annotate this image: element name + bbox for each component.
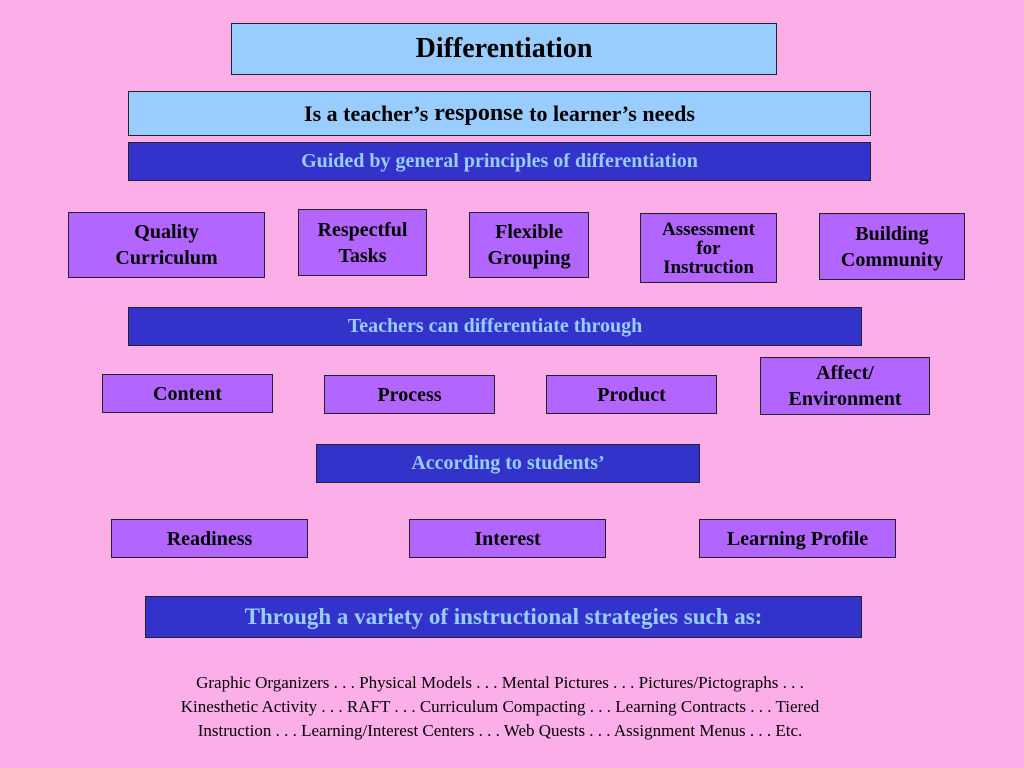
principle-building-community: Building Community (819, 213, 965, 280)
strategies-heading-text: Through a variety of instructional strat… (244, 604, 763, 629)
according-interest: Interest (409, 519, 606, 558)
according-readiness-label: Readiness (166, 527, 253, 550)
strategies-heading: Through a variety of instructional strat… (145, 596, 862, 638)
principle-line: Curriculum (115, 247, 218, 269)
definition-emphasis: response (434, 100, 524, 126)
definition-box: Is a teacher’s response to learner’s nee… (128, 91, 871, 136)
diagram-title: Differentiation (231, 23, 777, 75)
principles-heading-text: Guided by general principles of differen… (301, 150, 698, 172)
through-content-label: Content (153, 382, 222, 405)
principle-line: Instruction (663, 256, 754, 278)
principles-heading: Guided by general principles of differen… (128, 142, 871, 181)
strategies-line: Instruction . . . Learning/Interest Cent… (197, 721, 803, 740)
principle-line: for (696, 237, 721, 259)
through-heading: Teachers can differentiate through (128, 307, 862, 346)
through-process-label: Process (377, 383, 442, 406)
strategies-line: Graphic Organizers . . . Physical Models… (196, 673, 804, 692)
through-affect-environment: Affect/ Environment (760, 357, 930, 415)
principle-line: Flexible (495, 221, 563, 243)
strategies-list: Graphic Organizers . . . Physical Models… (100, 671, 900, 743)
according-heading: According to students’ (316, 444, 700, 483)
principle-line: Community (840, 248, 944, 271)
principle-flexible-grouping: Flexible Grouping (469, 212, 589, 278)
principle-line: Quality (134, 221, 199, 243)
principle-line: Tasks (338, 244, 387, 267)
principle-line: Grouping (487, 247, 571, 269)
through-product-label: Product (597, 383, 666, 406)
strategies-line: Kinesthetic Activity . . . RAFT . . . Cu… (180, 697, 820, 716)
according-heading-text: According to students’ (411, 452, 605, 474)
principle-quality-curriculum: Quality Curriculum (68, 212, 265, 278)
principle-line: Respectful (317, 218, 408, 241)
principle-line: Assessment (662, 218, 755, 240)
according-readiness: Readiness (111, 519, 308, 558)
principle-respectful-tasks: Respectful Tasks (298, 209, 427, 276)
through-product: Product (546, 375, 717, 414)
through-line: Affect/ (816, 362, 874, 384)
according-interest-label: Interest (474, 527, 541, 550)
through-process: Process (324, 375, 495, 414)
principle-assessment-for-instruction: Assessment for Instruction (640, 213, 777, 283)
according-learning-profile: Learning Profile (699, 519, 896, 558)
definition-after: to learner’s needs (529, 100, 695, 126)
through-line: Environment (788, 388, 902, 410)
through-heading-text: Teachers can differentiate through (347, 315, 643, 337)
definition-before: Is a teacher’s (304, 100, 429, 126)
principle-line: Building (855, 222, 929, 245)
through-content: Content (102, 374, 273, 413)
according-learning-profile-label: Learning Profile (726, 527, 869, 550)
diagram-title-text: Differentiation (415, 33, 593, 64)
